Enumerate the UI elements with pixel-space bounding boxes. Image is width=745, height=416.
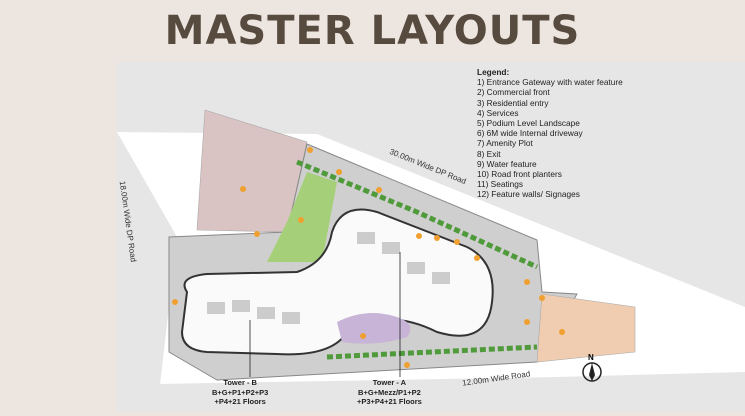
hedges: [296, 159, 539, 270]
tower-b-name: Tower - B: [223, 378, 257, 387]
tower-b-floors-2: +P4+21 Floors: [214, 397, 266, 406]
legend-item: 3) Residential entry: [477, 97, 549, 108]
tower-a-floors-1: B+G+Mezz/P1+P2: [358, 387, 421, 397]
markers: [172, 147, 565, 368]
legend-item: 7) Amenity Plot: [477, 138, 533, 149]
page-title: MASTER LAYOUTS: [164, 8, 581, 54]
legend-item: 10) Road front planters: [477, 169, 562, 180]
water-feature: [337, 313, 411, 344]
north-label: N: [588, 353, 594, 362]
legend-item: 1) Entrance Gateway with water feature: [477, 77, 623, 88]
site-plan: N 30.00m Wide DP Road 18.00m Wide DP Roa…: [117, 62, 745, 411]
tower-b-label: Tower - B B+G+P1+P2+P3 +P4+21 Floors: [212, 378, 268, 407]
legend-item: 5) Podium Level Landscape: [477, 118, 580, 129]
services-area: [536, 293, 636, 363]
legend: Legend: 1) Entrance Gateway with water f…: [477, 67, 623, 200]
legend-item: 9) Water feature: [477, 158, 537, 169]
legend-item: 8) Exit: [477, 148, 501, 159]
legend-item: 4) Services: [477, 107, 519, 118]
legend-item: 12) Feature walls/ Signages: [477, 189, 580, 200]
legend-heading: Legend:: [477, 67, 510, 77]
site-plan-drawing: N: [117, 62, 745, 411]
legend-item: 2) Commercial front: [477, 87, 550, 98]
tower-b-floors-1: B+G+P1+P2+P3: [212, 387, 269, 397]
legend-item: 11) Seatings: [477, 179, 523, 190]
tower-a-floors-2: +P3+P4+21 Floors: [357, 397, 422, 406]
legend-item: 6) 6M wide Internal driveway: [477, 128, 583, 139]
tower-a-name: Tower - A: [372, 378, 407, 387]
road-top: [117, 62, 745, 307]
lawn: [267, 172, 337, 262]
road-bottom: [157, 372, 745, 411]
road-left: [117, 132, 177, 411]
tower-a-label: Tower - A B+G+Mezz/P1+P2 +P3+P4+21 Floor…: [357, 378, 422, 407]
